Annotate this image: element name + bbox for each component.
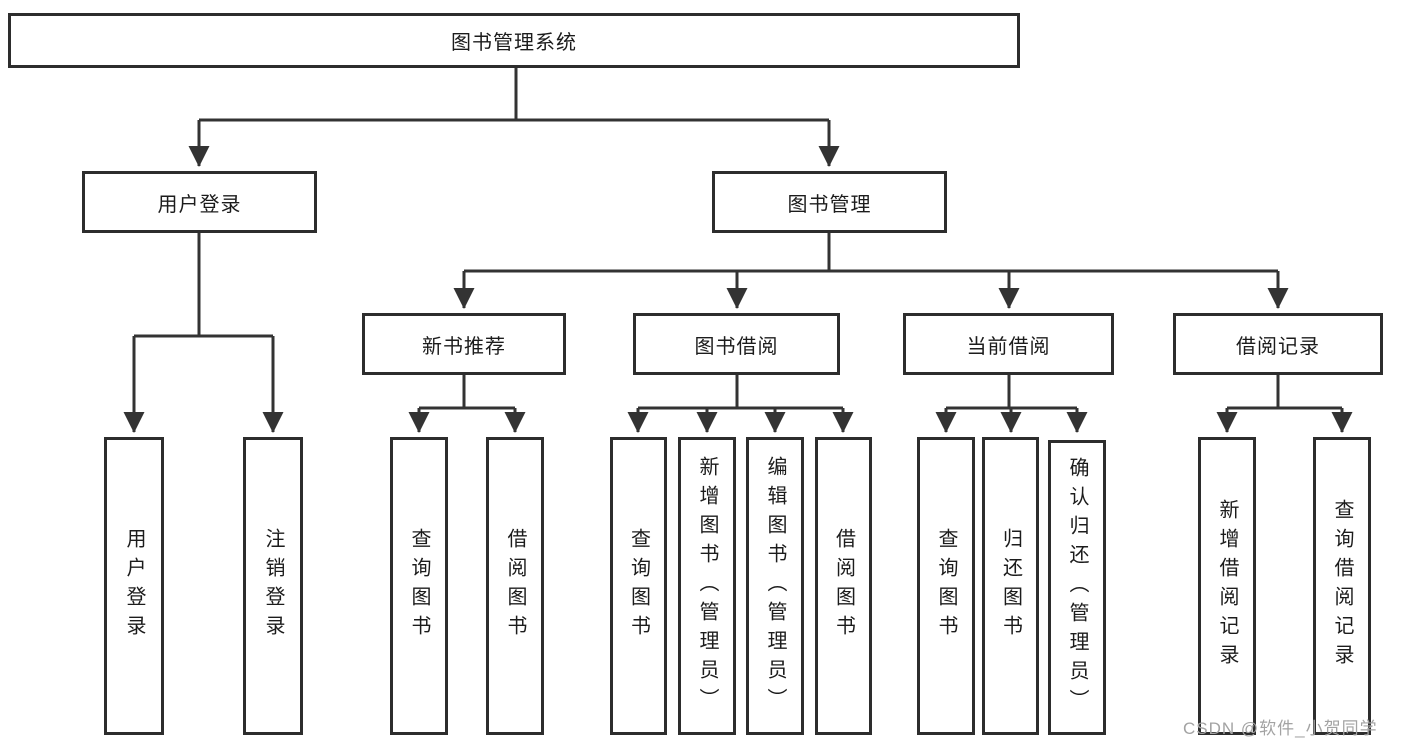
connector-book-borrowing-children (627, 375, 854, 434)
leaf-bb-edit-books-admin: 编辑图书（管理员） (746, 437, 804, 735)
node-new-book-recommend: 新书推荐 (362, 313, 566, 375)
leaf-nbr-query-books-label: 查询图书 (408, 528, 430, 644)
node-user-login-label: 用户登录 (157, 193, 242, 216)
node-current-borrowing: 当前借阅 (903, 313, 1114, 375)
leaf-bb-add-books-admin: 新增图书（管理员） (678, 437, 736, 735)
leaf-user-login-label: 用户登录 (123, 528, 145, 644)
connector-current-borrowing-children (935, 375, 1088, 434)
leaf-bb-query-books-label: 查询图书 (627, 528, 650, 644)
leaf-bb-edit-books-admin-label: 编辑图书（管理员） (764, 455, 786, 717)
connector-root-to-level2 (188, 68, 840, 168)
leaf-nbr-borrow-books-label: 借阅图书 (504, 528, 526, 644)
leaf-bb-query-books: 查询图书 (610, 437, 667, 735)
leaf-nbr-query-books: 查询图书 (390, 437, 448, 735)
node-borrowing-records-label: 借阅记录 (1236, 335, 1320, 358)
leaf-cb-query-books-label: 查询图书 (935, 528, 957, 644)
connector-book-management-children (453, 233, 1289, 310)
node-new-book-recommend-label: 新书推荐 (422, 335, 506, 358)
leaf-bb-borrow-books-label: 借阅图书 (832, 528, 855, 644)
leaf-bb-add-books-admin-label: 新增图书（管理员） (696, 455, 718, 717)
leaf-br-query-record: 查询借阅记录 (1313, 437, 1371, 735)
leaf-logout-login-label: 注销登录 (262, 528, 284, 644)
node-root-label: 图书管理系统 (451, 32, 577, 54)
leaf-logout-login: 注销登录 (243, 437, 303, 735)
leaf-user-login: 用户登录 (104, 437, 164, 735)
leaf-cb-confirm-return-admin: 确认归还（管理员） (1048, 440, 1106, 735)
leaf-br-add-record: 新增借阅记录 (1198, 437, 1256, 735)
node-book-borrowing-label: 图书借阅 (694, 335, 779, 358)
watermark: CSDN @软件_小贺同学 (1183, 719, 1378, 738)
leaf-bb-borrow-books: 借阅图书 (815, 437, 872, 735)
leaf-cb-query-books: 查询图书 (917, 437, 975, 735)
node-book-management: 图书管理 (712, 171, 947, 233)
leaf-cb-return-books: 归还图书 (982, 437, 1039, 735)
leaf-cb-return-books-label: 归还图书 (999, 528, 1022, 644)
node-root: 图书管理系统 (8, 13, 1020, 68)
node-user-login: 用户登录 (82, 171, 317, 233)
node-book-borrowing: 图书借阅 (633, 313, 840, 375)
leaf-br-add-record-label: 新增借阅记录 (1216, 499, 1238, 673)
connector-new-book-recommend-children (408, 375, 526, 434)
connector-borrowing-records-children (1216, 375, 1353, 434)
connector-user-login-children (123, 233, 284, 434)
leaf-br-query-record-label: 查询借阅记录 (1331, 499, 1353, 673)
leaf-cb-confirm-return-admin-label: 确认归还（管理员） (1066, 457, 1088, 718)
node-book-management-label: 图书管理 (787, 193, 872, 216)
leaf-nbr-borrow-books: 借阅图书 (486, 437, 544, 735)
node-borrowing-records: 借阅记录 (1173, 313, 1383, 375)
node-current-borrowing-label: 当前借阅 (966, 335, 1051, 358)
